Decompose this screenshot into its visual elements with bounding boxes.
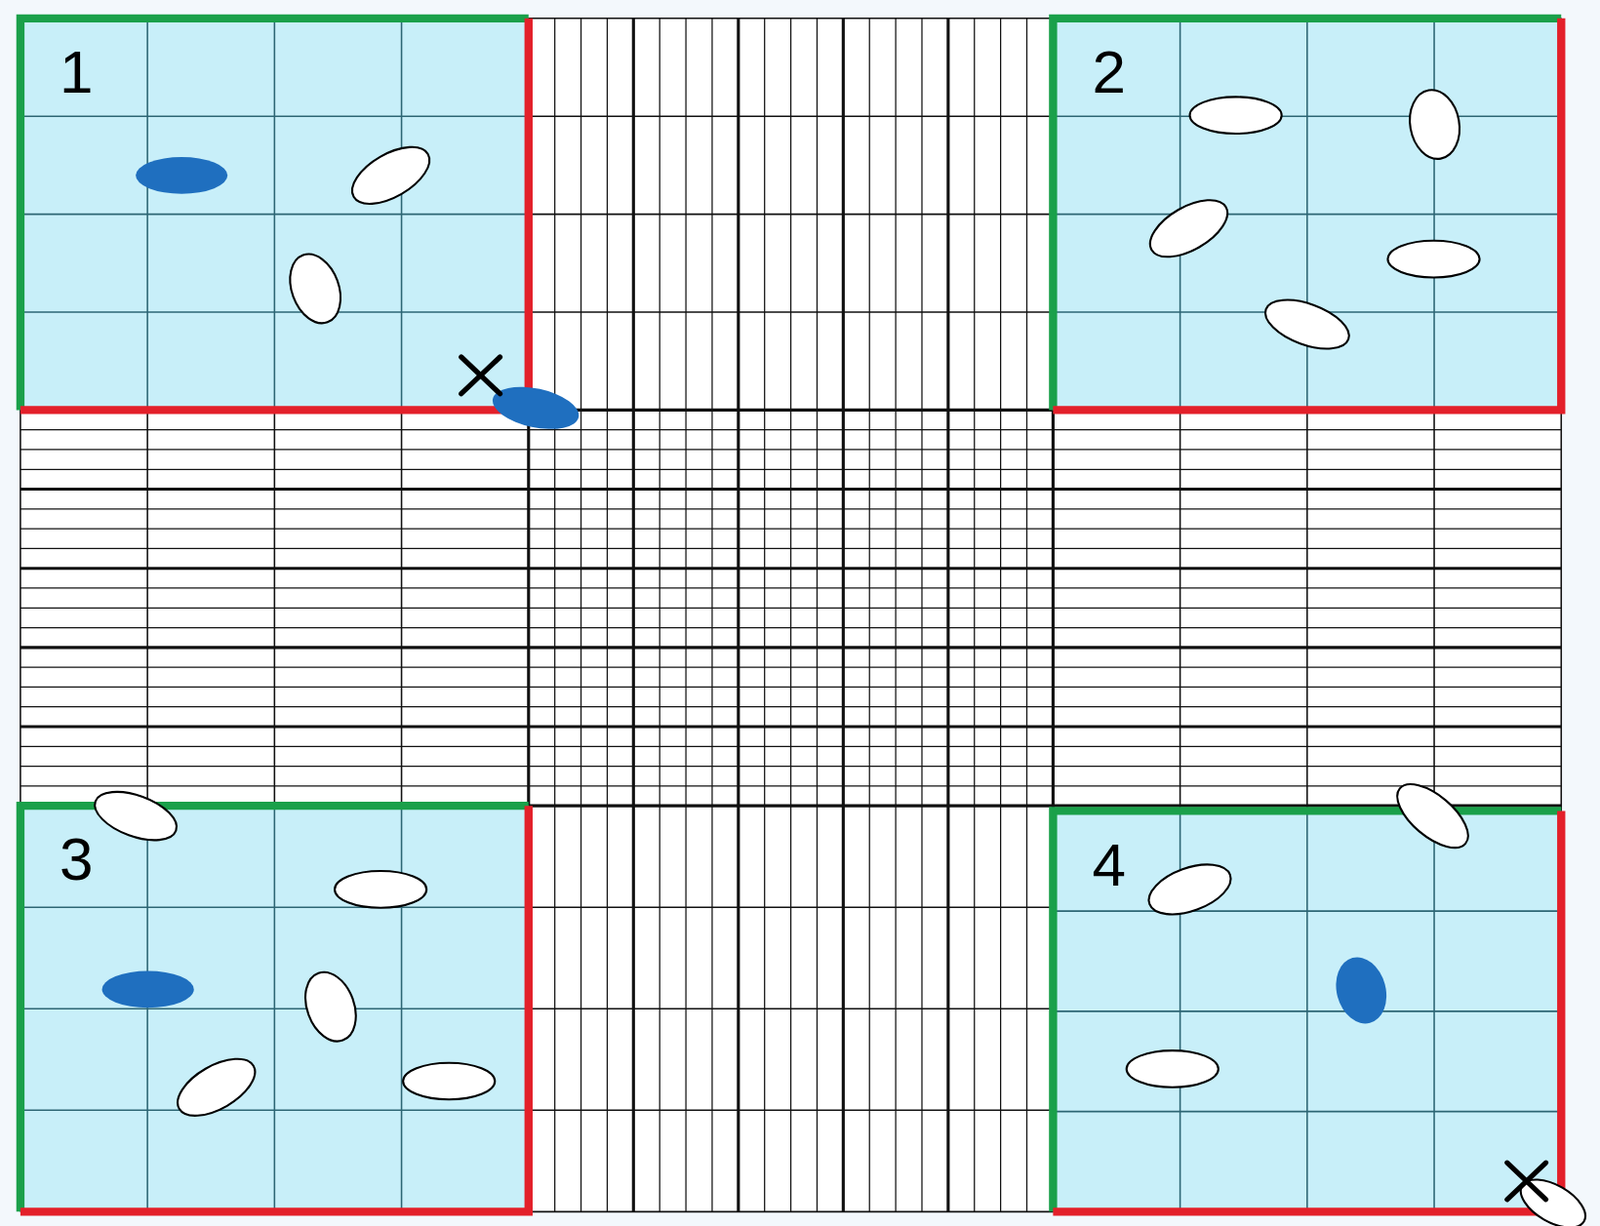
cells bbox=[88, 85, 1594, 1226]
square-number: 1 bbox=[59, 41, 93, 103]
stained-cells bbox=[102, 157, 1395, 1030]
counting-square: 2 bbox=[1052, 18, 1561, 411]
exclude-marks bbox=[461, 357, 1547, 1200]
square-number: 2 bbox=[1091, 41, 1125, 103]
counting-square: 3 bbox=[20, 805, 529, 1212]
counting-square: 1 bbox=[20, 18, 529, 411]
square-number: 3 bbox=[59, 829, 93, 890]
square-number: 4 bbox=[1091, 835, 1125, 896]
counting-square: 4 bbox=[1052, 811, 1561, 1213]
ruling-lines bbox=[20, 18, 1561, 1213]
grid-ground bbox=[20, 18, 1561, 1213]
corner-squares bbox=[20, 18, 1561, 1213]
